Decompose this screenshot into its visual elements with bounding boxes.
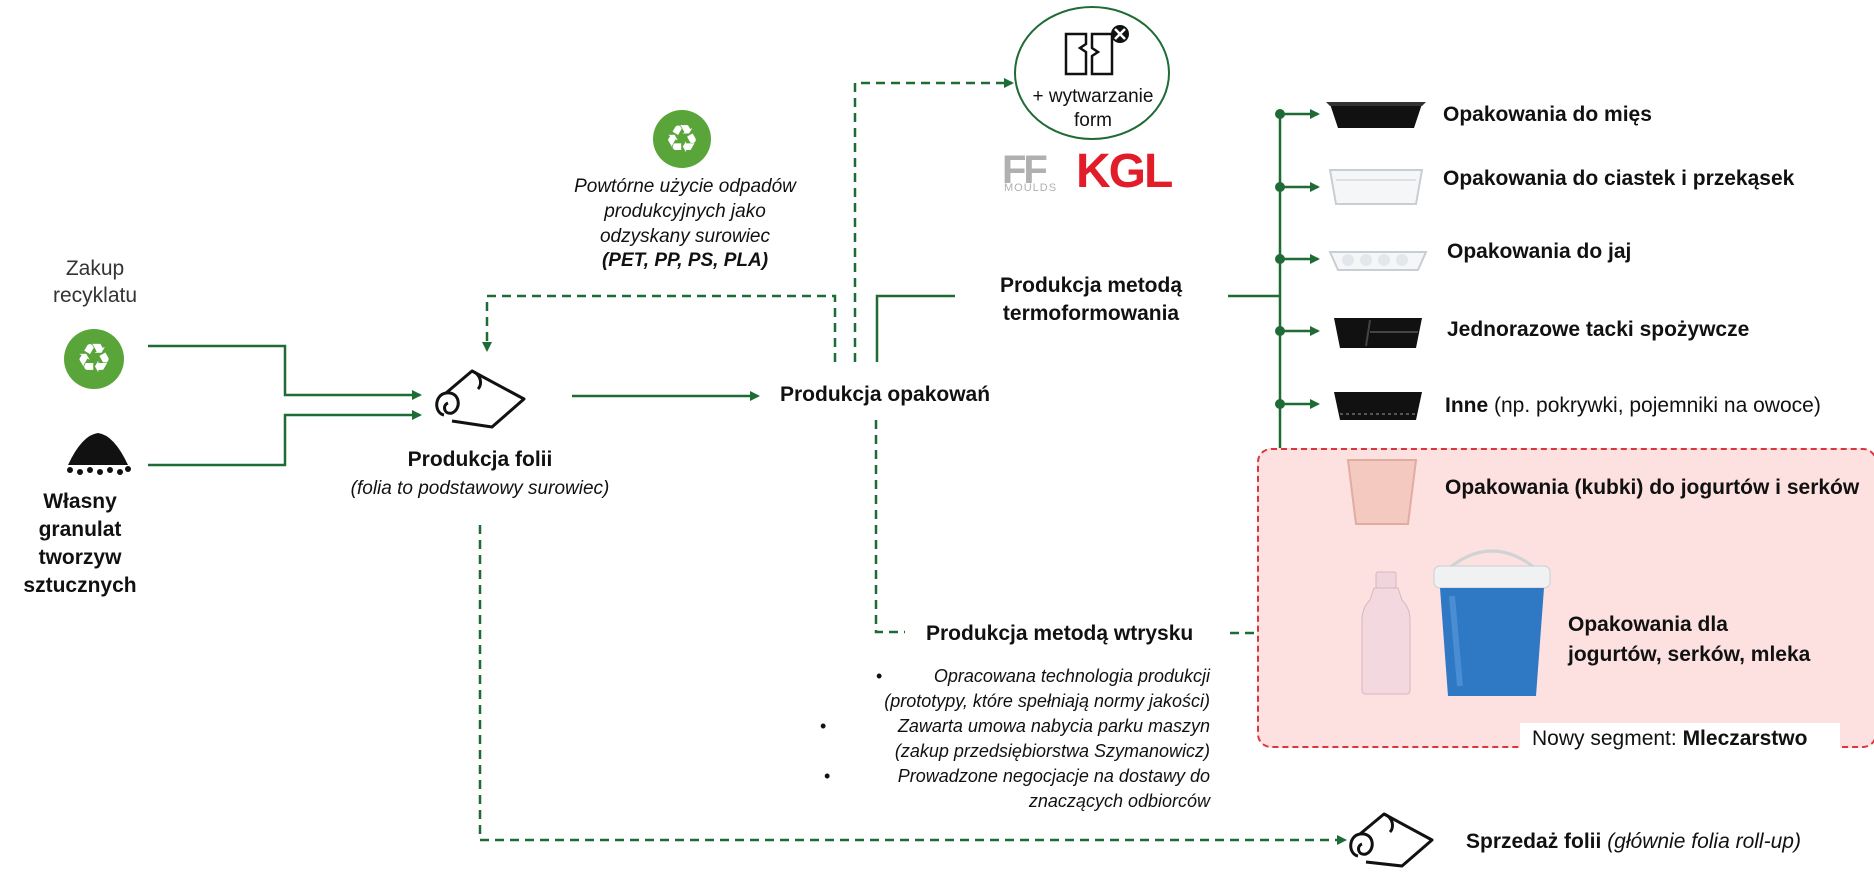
product-label-meat: Opakowania do mięs	[1443, 103, 1652, 126]
injection-bullets: • Opracowana technologia produkcji (prot…	[820, 664, 1210, 814]
yogurt-cup-image	[1344, 456, 1420, 528]
connector-sale	[478, 525, 1347, 845]
food-tray-image	[1330, 310, 1426, 354]
connector-thermo	[875, 294, 955, 362]
injection-title: Produkcja metodą wtrysku	[926, 622, 1194, 645]
foil-roll-icon	[432, 365, 528, 433]
milk-bottle-image	[1360, 570, 1412, 696]
recyclate-label: Zakup recyklatu	[52, 257, 138, 307]
snack-container-image	[1326, 160, 1426, 212]
meat-tray-image	[1326, 94, 1426, 136]
foil-roll-icon	[1346, 808, 1436, 872]
foil-production-subtitle: (folia to podstawowy surowiec)	[350, 478, 610, 499]
foil-production-title: Produkcja folii	[407, 448, 553, 471]
product-label-cups: Opakowania (kubki) do jogurtów i serków	[1445, 476, 1860, 499]
product-label-eggs: Opakowania do jaj	[1447, 240, 1632, 263]
recycle-icon: ♻	[649, 106, 715, 172]
connector-reuse	[482, 294, 837, 362]
bullet-item: • Opracowana technologia produkcji (prot…	[876, 666, 1210, 711]
packaging-production-title: Produkcja opakowań	[780, 383, 991, 406]
egg-carton-image	[1326, 240, 1430, 276]
bullet-item: • Prowadzone negocjacje na dostawy do zn…	[824, 766, 1210, 811]
bucket-image	[1432, 536, 1552, 700]
thermoforming-title: Produkcja metodą termoformowania	[999, 274, 1183, 325]
connector-injection	[874, 420, 905, 634]
molds-circle-text: + wytwarzanie form	[1032, 86, 1154, 131]
product-label-other: Inne (np. pokrywki, pojemniki na owoce)	[1445, 394, 1821, 417]
bullet-item: • Zawarta umowa nabycia parku maszyn (za…	[820, 716, 1210, 761]
svg-text:♻: ♻	[76, 336, 112, 382]
foil-sale-label: Sprzedaż folii (głównie folia roll-up)	[1466, 830, 1801, 853]
connector-recyclate	[148, 344, 422, 400]
reuse-text: Powtórne użycie odpadów produkcyjnych ja…	[574, 176, 796, 247]
product-label-trays: Jednorazowe tacki spożywcze	[1447, 318, 1750, 341]
connector-molds	[853, 78, 1014, 362]
ff-kgl-logo: FF MOULDS KGL	[1002, 145, 1173, 198]
connector-granulate	[148, 410, 422, 467]
recycle-icon: ♻	[60, 325, 128, 393]
dairy-product-label: Opakowania dla jogurtów, serków, mleka	[1568, 613, 1811, 666]
granulate-icon	[62, 427, 134, 475]
reuse-materials: (PET, PP, PS, PLA)	[601, 250, 769, 271]
product-label-snacks: Opakowania do ciastek i przekąsek	[1443, 167, 1795, 190]
mold-tool-icon	[1060, 24, 1130, 80]
svg-text:♻: ♻	[665, 117, 699, 161]
granulate-label: Własny granulat tworzyw sztucznych	[23, 490, 137, 597]
lid-container-image	[1330, 384, 1426, 426]
segment-label: Nowy segment: Mleczarstwo	[1520, 723, 1840, 755]
